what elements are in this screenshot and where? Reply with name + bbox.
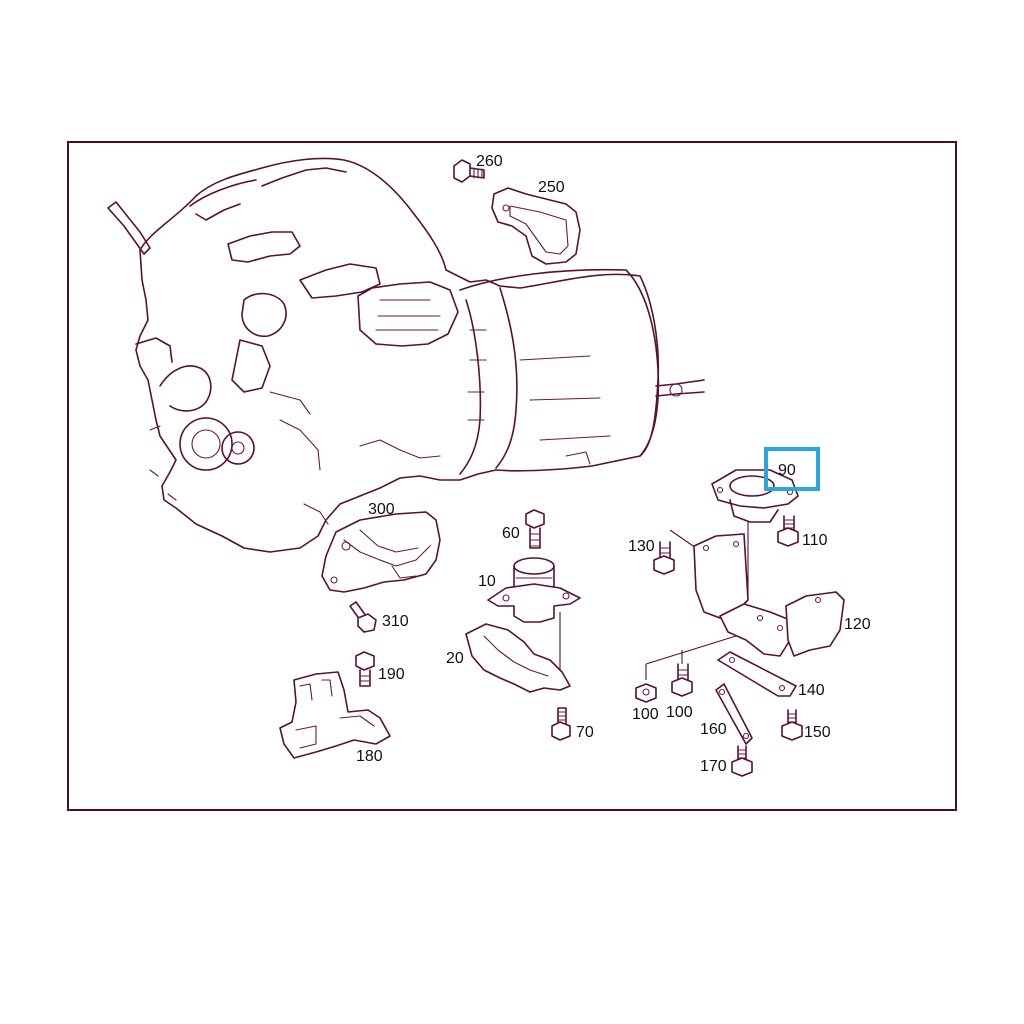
part-20-heat-shield bbox=[465, 623, 571, 693]
label-120[interactable]: 120 bbox=[844, 616, 871, 633]
engine-transmission-assembly bbox=[107, 157, 705, 553]
part-170-bolt bbox=[731, 745, 753, 777]
part-140-strap bbox=[717, 651, 797, 697]
label-130[interactable]: 130 bbox=[628, 538, 655, 555]
part-250-bracket bbox=[491, 187, 581, 265]
part-60-bolt bbox=[525, 509, 545, 549]
label-90[interactable]: 90 bbox=[778, 462, 796, 479]
label-190[interactable]: 190 bbox=[378, 666, 405, 683]
label-10[interactable]: 10 bbox=[478, 573, 496, 590]
part-120-crossmember bbox=[693, 533, 845, 657]
part-180-bracket bbox=[279, 671, 391, 759]
label-300[interactable]: 300 bbox=[368, 501, 395, 518]
part-110-bolt bbox=[777, 515, 799, 547]
label-310[interactable]: 310 bbox=[382, 613, 409, 630]
part-150-bolt bbox=[781, 709, 803, 741]
label-70[interactable]: 70 bbox=[576, 724, 594, 741]
label-180[interactable]: 180 bbox=[356, 748, 383, 765]
label-100-nut[interactable]: 100 bbox=[632, 706, 659, 723]
part-160-strap bbox=[715, 683, 753, 745]
label-250[interactable]: 250 bbox=[538, 179, 565, 196]
part-70-bolt bbox=[551, 707, 571, 741]
label-160[interactable]: 160 bbox=[700, 721, 727, 738]
label-150[interactable]: 150 bbox=[804, 724, 831, 741]
part-10-engine-mount bbox=[487, 557, 581, 680]
part-260-bolt bbox=[453, 159, 485, 183]
part-100-bolt bbox=[671, 650, 693, 697]
label-170[interactable]: 170 bbox=[700, 758, 727, 775]
label-100-bolt[interactable]: 100 bbox=[666, 704, 693, 721]
label-20[interactable]: 20 bbox=[446, 650, 464, 667]
part-300-bracket bbox=[321, 511, 441, 593]
label-140[interactable]: 140 bbox=[798, 682, 825, 699]
diagram-frame bbox=[67, 141, 957, 811]
part-130-bolt bbox=[653, 529, 697, 575]
part-100-nut bbox=[635, 635, 737, 703]
label-110[interactable]: 110 bbox=[802, 532, 828, 549]
label-260[interactable]: 260 bbox=[476, 153, 503, 170]
label-60[interactable]: 60 bbox=[502, 525, 520, 542]
part-190-bolt bbox=[355, 651, 375, 687]
part-310-bolt bbox=[349, 601, 377, 633]
part-90-highlight-box bbox=[764, 447, 820, 491]
